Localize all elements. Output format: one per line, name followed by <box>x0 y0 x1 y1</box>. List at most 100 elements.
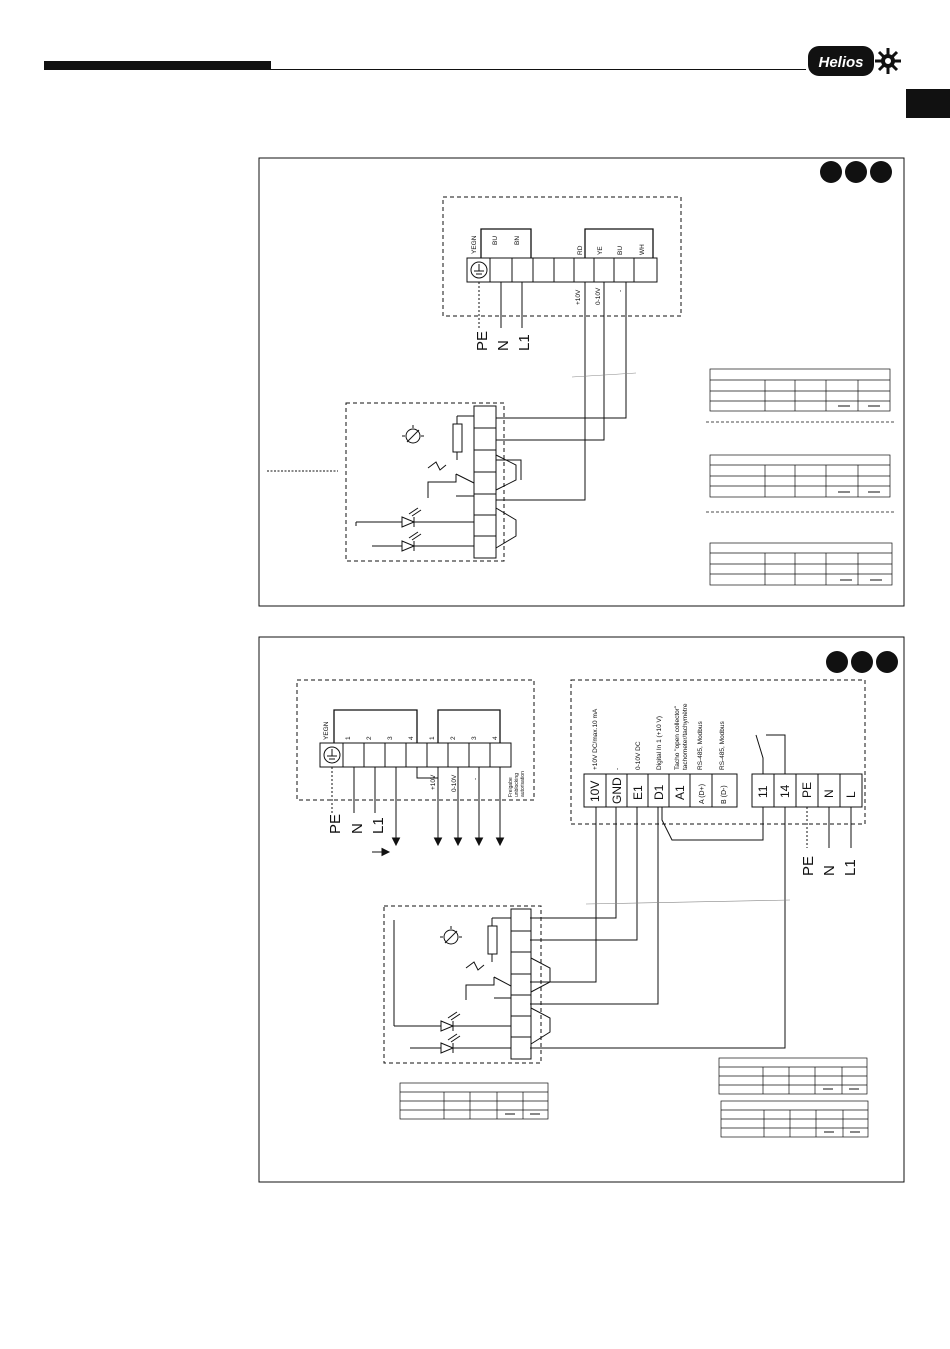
motor-wire-color-labels: YEGN BU BN RD YE BU WH +10V 0-10V - <box>471 235 646 305</box>
wire-label: WH <box>639 244 646 255</box>
earth-ground-icon <box>323 746 341 764</box>
option-tables-1 <box>706 368 896 586</box>
relay-contacts-2 <box>530 957 551 1045</box>
option-tables-2 <box>399 1057 869 1138</box>
terminal-label: 2 <box>450 736 457 740</box>
terminal-label: 4 <box>492 736 499 740</box>
potentiometer-icon <box>440 926 462 945</box>
signal-label: 0-10V <box>451 774 458 792</box>
wiring-diagram-2: YEGN 1 2 3 4 1 2 3 4 +10V 0-10V - Freiga… <box>258 636 905 1183</box>
controller-terminal-strip-2 <box>510 908 532 1060</box>
diagram-2-frame <box>258 636 905 1183</box>
terminal-a-d-plus: A (D+) <box>699 784 706 804</box>
mains-n: N <box>349 823 366 834</box>
terminal-a1: A1 <box>673 785 687 800</box>
option-table <box>709 368 891 412</box>
terminal-10v: 10V <box>588 781 602 802</box>
left-outgoing-leads <box>331 767 505 857</box>
terminal-n: N <box>822 789 836 798</box>
signal-wires-2 <box>530 807 791 1049</box>
motor-terminal-strip <box>466 257 658 283</box>
description: 0-10V DC <box>635 741 642 770</box>
earth-ground-icon <box>470 261 488 279</box>
right-terminal-box <box>570 679 866 825</box>
wire-bracket-right <box>584 228 654 258</box>
switch-contact-icon <box>465 961 512 1000</box>
controller-terminal-strip-1 <box>473 405 497 559</box>
terminal-label: 3 <box>387 736 394 740</box>
terminal-d1: D1 <box>652 784 666 800</box>
right-mains-leads <box>806 807 852 848</box>
release-label: Freigabe <box>508 777 514 797</box>
description: Digital In 1 (+10 V) <box>656 716 663 770</box>
description: RS-485, Modbus <box>719 720 726 770</box>
description: - <box>614 768 621 770</box>
release-label: unblocking <box>514 773 520 797</box>
diagram-1-variant-dots <box>820 161 892 183</box>
mains-pe: PE <box>474 331 491 351</box>
controller-box-1 <box>345 402 505 562</box>
signal-label: +10V <box>430 774 437 790</box>
signal-label: - <box>472 778 479 780</box>
description: +10V DC/max.10 mA <box>592 708 599 770</box>
description: RS-485, Modbus <box>697 720 704 770</box>
terminal-label: 2 <box>366 736 373 740</box>
helios-sun-icon <box>875 48 901 74</box>
signal-wires-1 <box>496 282 637 501</box>
left-mains-labels: PE N L1 <box>327 814 387 834</box>
wire-bracket-left <box>480 228 532 258</box>
mains-labels-1: PE N L1 <box>474 331 533 351</box>
right-description-labels: +10V DC/max.10 mA - 0-10V DC Digital In … <box>592 703 726 770</box>
resistor-icon <box>452 415 474 460</box>
relay-contacts-1 <box>495 454 522 549</box>
right-terminal-strip-a <box>583 773 738 808</box>
page-header: Helios <box>44 46 950 118</box>
helios-logo-text: Helios <box>818 54 863 71</box>
release-label: autorisation <box>520 771 526 797</box>
left-terminal-labels: YEGN 1 2 3 4 1 2 3 4 +10V 0-10V - Freiga… <box>323 721 526 797</box>
mains-l1: L1 <box>842 859 859 876</box>
wire-label: BN <box>514 236 521 245</box>
mains-n: N <box>821 865 838 876</box>
terminal-b-d-minus: B (D-) <box>721 785 728 804</box>
description: tachometer/tachymètre <box>682 703 689 770</box>
terminal-label: 4 <box>408 736 415 740</box>
terminal-l: L <box>844 791 858 798</box>
led-indicator-icons <box>355 507 474 552</box>
terminal-label: 3 <box>471 736 478 740</box>
wire-label: RD <box>577 245 584 255</box>
mains-leads-1 <box>478 282 523 328</box>
mains-l1: L1 <box>370 817 387 834</box>
wire-label: BU <box>492 236 499 245</box>
wire-label: YEGN <box>471 235 478 254</box>
wire-label: BU <box>617 246 624 255</box>
terminal-pe: PE <box>800 782 814 798</box>
left-bracket-b <box>437 709 501 743</box>
led-indicator-icons <box>393 920 511 1054</box>
helios-logo-badge <box>808 46 874 76</box>
right-mains-labels: PE N L1 <box>800 856 859 876</box>
right-terminal-labels: 10V GND E1 D1 A1 A (D+) B (D-) 11 14 PE … <box>588 777 858 804</box>
option-table <box>718 1057 868 1095</box>
option-table <box>709 454 891 498</box>
mains-pe: PE <box>327 814 344 834</box>
mains-l1: L1 <box>516 334 533 351</box>
diagram-1-frame <box>258 157 905 607</box>
diagram-2-variant-dots <box>826 651 898 673</box>
signal-label: - <box>617 290 624 292</box>
resistor-icon <box>487 917 511 962</box>
left-terminal-box <box>296 679 535 801</box>
terminal-label: 1 <box>429 736 436 740</box>
wiring-diagram-1: YEGN BU BN RD YE BU WH +10V 0-10V - PE N… <box>258 157 905 607</box>
option-table <box>399 1082 549 1120</box>
language-tab-marker <box>906 89 950 118</box>
terminal-gnd: GND <box>610 777 624 804</box>
description: Tacho "open collector" <box>674 705 681 770</box>
controller-box-2 <box>383 905 542 1064</box>
wire-label: YE <box>597 246 604 255</box>
left-bracket-a <box>333 709 418 743</box>
relay-output-contact <box>755 734 786 774</box>
signal-label: +10V <box>575 289 582 305</box>
